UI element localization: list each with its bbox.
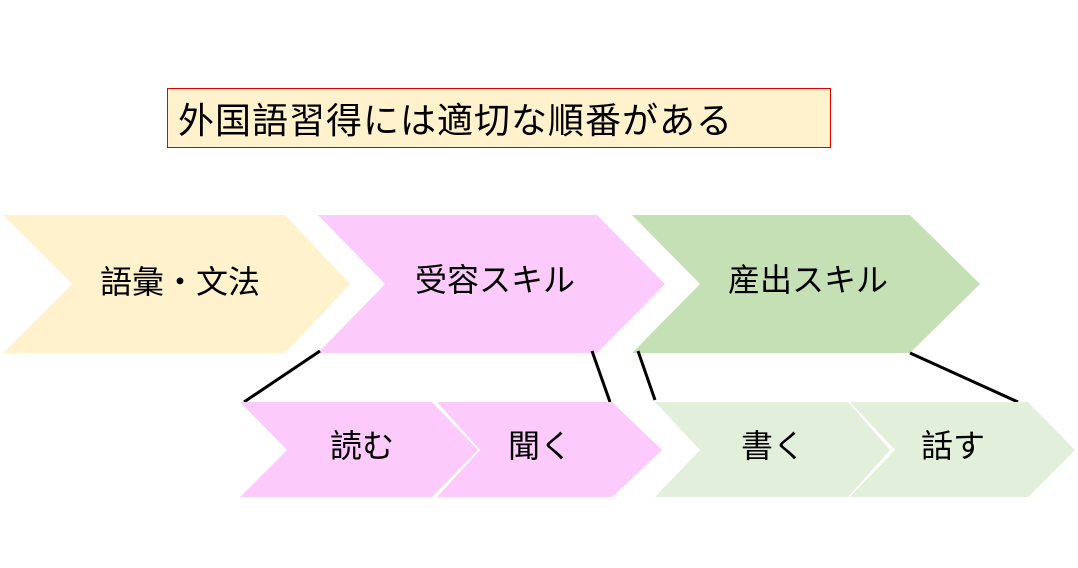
chevron-shape [240,402,478,497]
skill-speaking: 話す [850,402,1075,497]
skill-label: 書く [741,427,805,465]
connector-line [243,349,321,404]
stage-productive-skills: 産出スキル [632,215,980,353]
chevron-shape [632,215,980,353]
stage-vocab-grammar: 語彙・文法 [3,215,350,353]
stage-label: 受容スキル [415,261,575,299]
connector-line [909,351,1019,404]
chevron-shape [318,215,665,353]
chevron-shape [3,215,350,353]
skill-listening: 聞く [437,402,662,497]
stage-label: 産出スキル [728,261,888,299]
stage-label: 語彙・文法 [100,263,260,301]
title-text: 外国語習得には適切な順番がある [178,101,734,142]
connector-line [636,350,657,401]
skill-reading: 読む [240,402,478,497]
skill-label: 読む [330,427,394,465]
connector-line [590,350,612,403]
chevron-shape [850,402,1075,497]
connector-lines [243,349,1019,404]
chevron-shape [655,402,890,497]
skill-writing: 書く [655,402,890,497]
title-box: 外国語習得には適切な順番がある [167,88,831,148]
chevron-shape [437,402,662,497]
skill-label: 話す [921,427,985,465]
skill-label: 聞く [508,427,572,465]
stage-receptive-skills: 受容スキル [318,215,665,353]
